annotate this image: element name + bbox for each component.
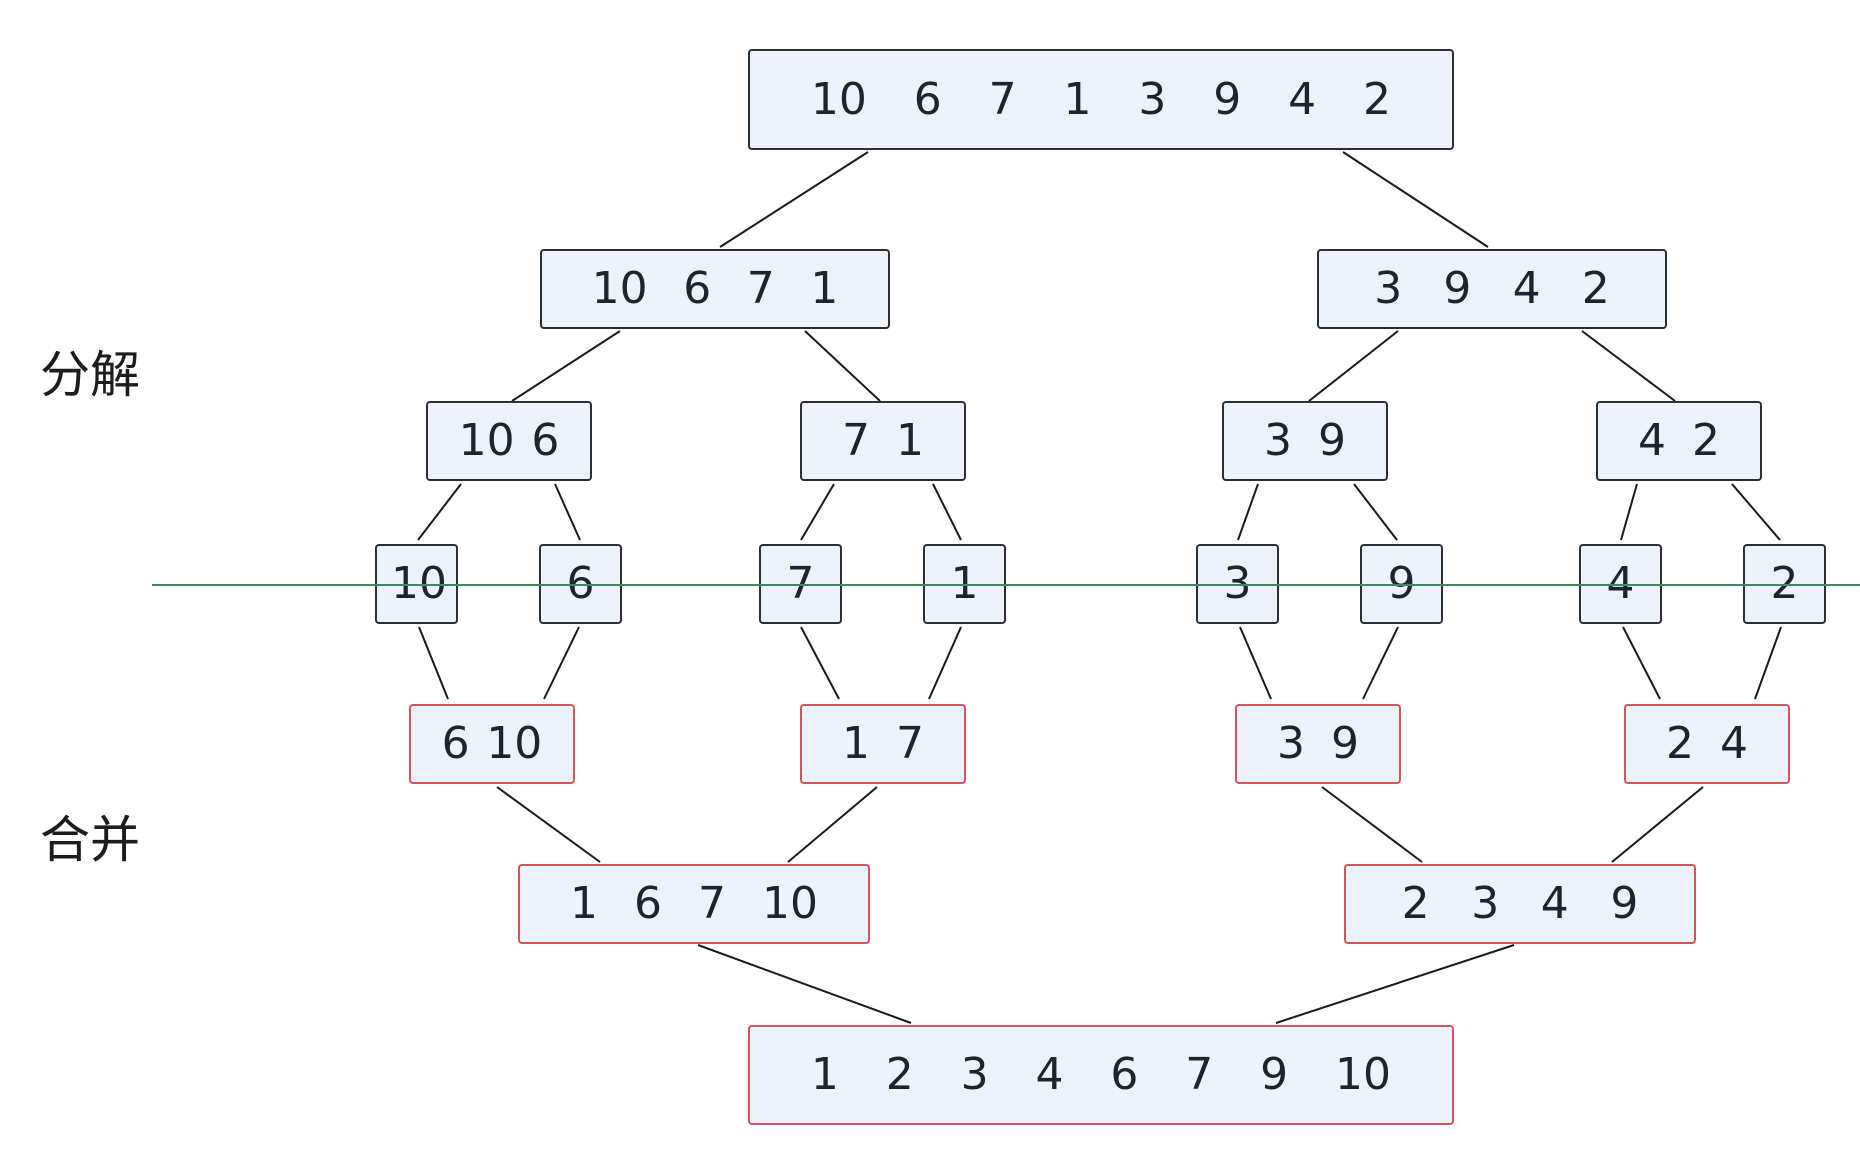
node-number: 6: [634, 878, 662, 929]
merge-level2-node: 2 3 4 9: [1344, 864, 1696, 944]
node-number: 3: [1264, 415, 1292, 466]
merge-level1-node: 2 4: [1624, 704, 1790, 784]
node-number: 2: [1363, 73, 1391, 125]
node-number: 7: [698, 878, 726, 929]
node-number: 1: [842, 718, 870, 769]
node-number: 1: [896, 415, 924, 466]
divider-line: [152, 584, 1860, 586]
node-number: 3: [1138, 73, 1167, 125]
node-number: 3: [1277, 718, 1305, 769]
node-number: 6: [566, 558, 595, 609]
node-number: 10: [762, 878, 818, 929]
split-level2-node: 4 2: [1596, 401, 1762, 481]
node-number: 7: [896, 718, 924, 769]
node-number: 7: [746, 263, 775, 314]
node-number: 10: [810, 73, 867, 125]
node-number: 9: [1610, 878, 1639, 929]
node-number: 7: [842, 415, 870, 466]
merge-label: 合并: [40, 811, 140, 869]
node-number: 9: [1318, 415, 1346, 466]
node-number: 10: [1335, 1049, 1391, 1100]
split-level1-node: 3 9 4 2: [1317, 249, 1667, 329]
node-number: 3: [1374, 263, 1403, 314]
node-number: 6: [441, 718, 470, 769]
split-level2-node: 7 1: [800, 401, 966, 481]
node-number: 10: [486, 718, 543, 769]
node-number: 10: [591, 263, 648, 314]
node-number: 6: [531, 415, 560, 466]
node-number: 2: [1770, 558, 1799, 609]
merge-level2-node: 1 6 7 10: [518, 864, 870, 944]
node-number: 4: [1720, 718, 1748, 769]
split-label: 分解: [40, 346, 140, 404]
node-number: 3: [1471, 878, 1500, 929]
node-number: 2: [885, 1049, 914, 1100]
node-number: 9: [1331, 718, 1359, 769]
node-number: 10: [391, 558, 447, 609]
node-number: 10: [458, 415, 515, 466]
node-number: 1: [810, 1049, 839, 1100]
merge-level1-node: 6 10: [409, 704, 575, 784]
merge-level1-node: 1 7: [800, 704, 966, 784]
node-number: 1: [1063, 73, 1092, 125]
node-number: 2: [1692, 415, 1720, 466]
node-number: 9: [1260, 1049, 1289, 1100]
node-number: 4: [1606, 558, 1635, 609]
node-number: 4: [1540, 878, 1569, 929]
split-level2-node: 10 6: [426, 401, 592, 481]
node-number: 2: [1581, 263, 1610, 314]
node-number: 2: [1401, 878, 1430, 929]
node-number: 9: [1443, 263, 1472, 314]
merge-result-node: 1 2 3 4 6 7 9 10: [748, 1025, 1454, 1125]
node-number: 6: [913, 73, 942, 125]
node-number: 2: [1666, 718, 1694, 769]
node-number: 7: [1185, 1049, 1214, 1100]
node-number: 4: [1512, 263, 1541, 314]
node-number: 7: [786, 558, 815, 609]
node-number: 4: [1288, 73, 1317, 125]
node-number: 3: [1223, 558, 1252, 609]
node-number: 4: [1638, 415, 1666, 466]
node-number: 4: [1035, 1049, 1064, 1100]
node-number: 7: [988, 73, 1017, 125]
node-number: 1: [810, 263, 839, 314]
merge-level1-node: 3 9: [1235, 704, 1401, 784]
split-root-node: 10 6 7 1 3 9 4 2: [748, 49, 1454, 150]
split-level1-node: 10 6 7 1: [540, 249, 890, 329]
node-number: 3: [960, 1049, 989, 1100]
node-number: 9: [1387, 558, 1416, 609]
node-number: 1: [950, 558, 979, 609]
node-number: 6: [683, 263, 712, 314]
node-number: 1: [570, 878, 598, 929]
node-number: 6: [1110, 1049, 1139, 1100]
split-level2-node: 3 9: [1222, 401, 1388, 481]
node-number: 9: [1213, 73, 1242, 125]
